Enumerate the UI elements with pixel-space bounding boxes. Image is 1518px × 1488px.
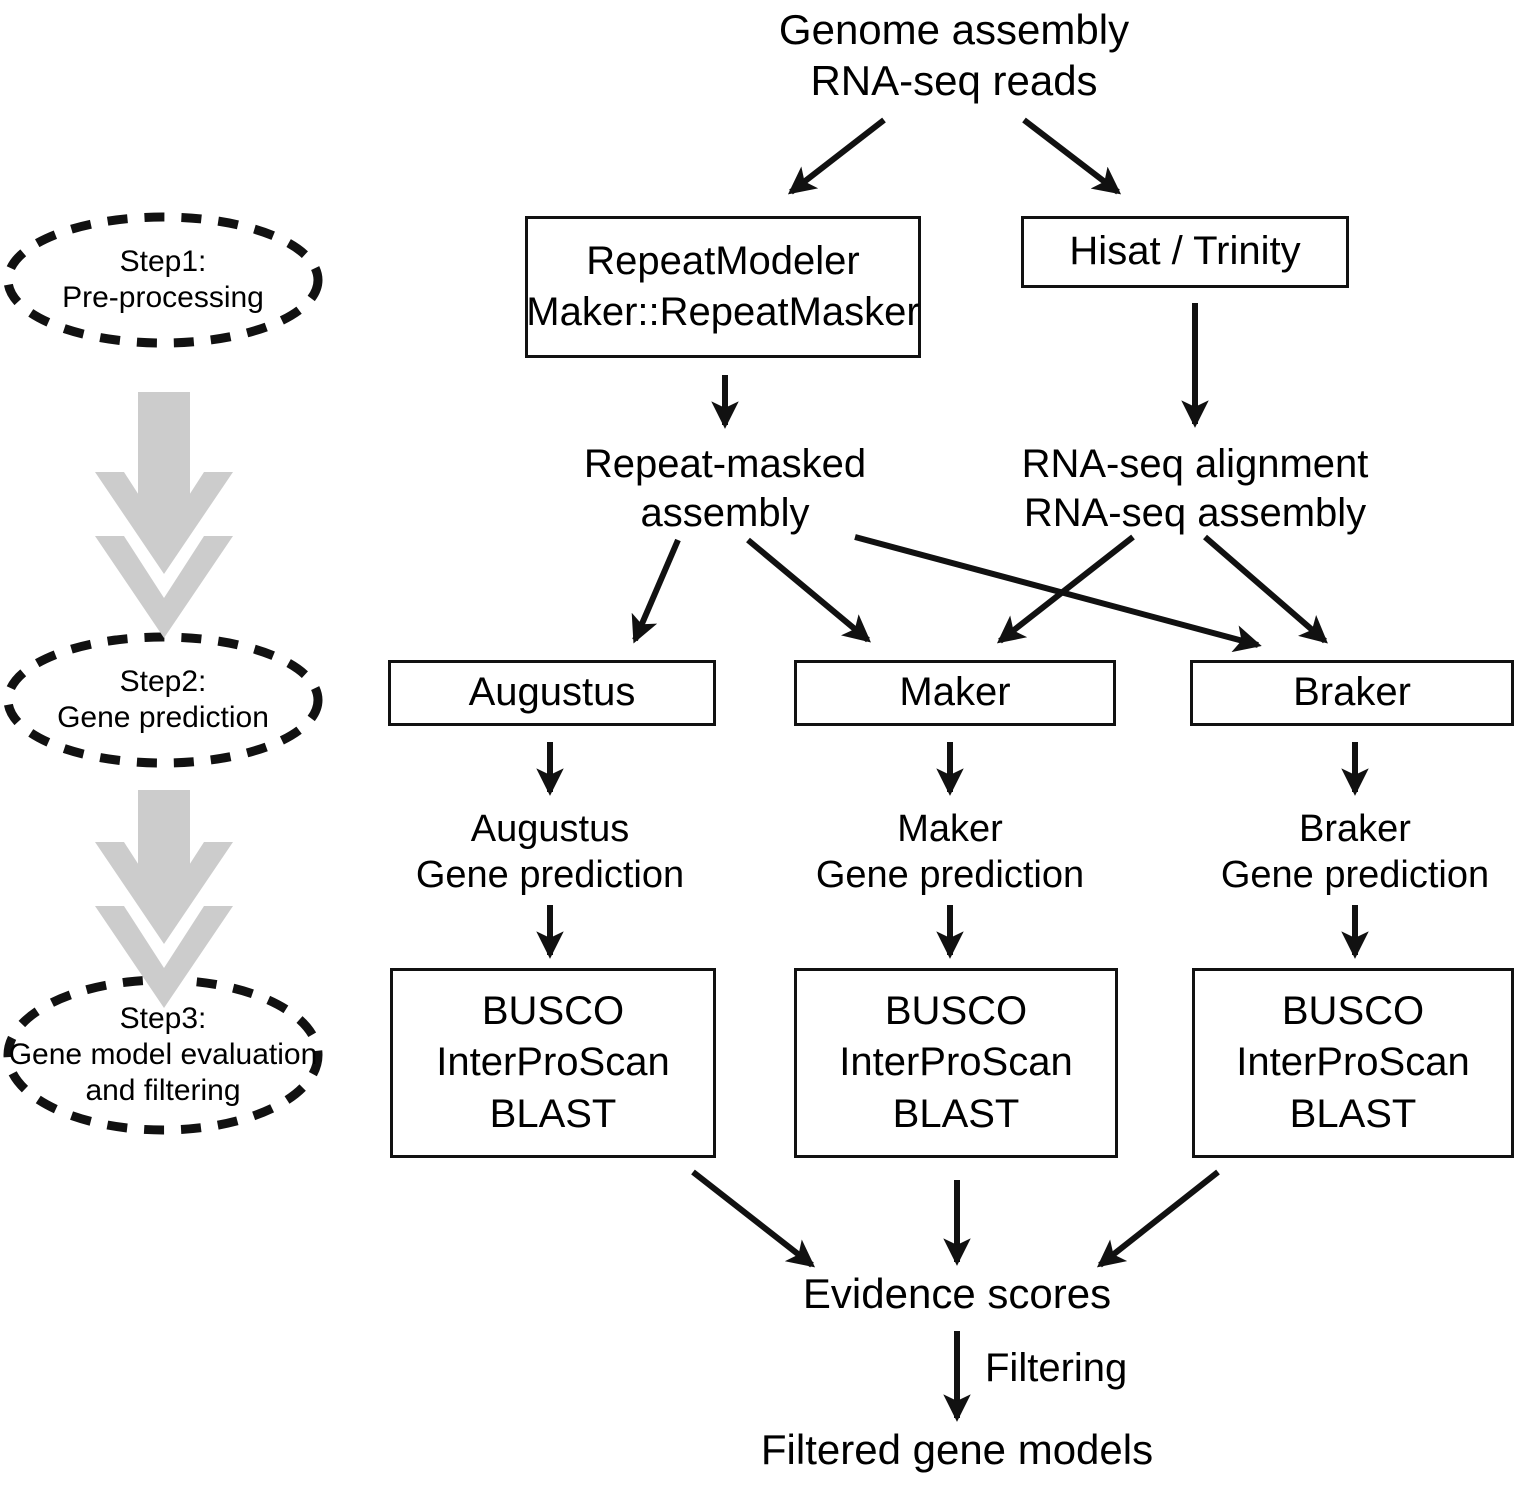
maker-prediction-line2: Gene prediction <box>815 854 1085 897</box>
rnaseq-products-line2: RNA-seq assembly <box>1023 490 1367 535</box>
repeat-masked-line2: assembly <box>640 490 810 535</box>
eval-braker-box[interactable]: BUSCO InterProScan BLAST <box>1192 968 1514 1158</box>
evidence-scores-text: Evidence scores <box>802 1270 1112 1317</box>
gray-arrow-step2-to-step3 <box>95 790 233 1008</box>
input-line2: RNA-seq reads <box>810 57 1098 105</box>
step3-line1: Step3: <box>119 1002 207 1035</box>
eval-augustus-box[interactable]: BUSCO InterProScan BLAST <box>390 968 716 1158</box>
augustus-label: Augustus <box>468 670 636 715</box>
braker-prediction-label: Braker Gene prediction <box>1165 806 1518 899</box>
arrow-eval-augustus-to-evidence <box>691 1169 816 1268</box>
step1-ellipse-outline <box>3 212 323 348</box>
rnaseq-products-line1: RNA-seq alignment <box>1021 442 1369 486</box>
braker-prediction-line1: Braker <box>1299 808 1411 850</box>
eval-augustus-line2: InterProScan <box>436 1040 670 1085</box>
arrow-eval-braker-to-evidence <box>1096 1169 1220 1268</box>
augustus-prediction-label: Augustus Gene prediction <box>360 806 740 899</box>
augustus-prediction-line1: Augustus <box>470 808 630 850</box>
step3-label: Step3: Gene model evaluation and filteri… <box>0 986 326 1124</box>
step1-line2: Pre-processing <box>62 281 264 314</box>
filtered-gene-models-text: Filtered gene models <box>760 1426 1154 1473</box>
arrow-input-to-repeatmodeler <box>787 117 886 195</box>
step3-line3: and filtering <box>85 1074 241 1107</box>
hisat-trinity-box[interactable]: Hisat / Trinity <box>1021 216 1349 288</box>
eval-maker-line2: InterProScan <box>839 1040 1073 1085</box>
braker-label: Braker <box>1293 670 1411 715</box>
arrow-masked-to-augustus <box>631 538 681 644</box>
braker-prediction-line2: Gene prediction <box>1220 854 1490 897</box>
step2-ellipse-outline <box>3 632 323 768</box>
eval-maker-line3: BLAST <box>892 1091 1020 1136</box>
braker-box[interactable]: Braker <box>1190 660 1514 726</box>
maker-box[interactable]: Maker <box>794 660 1116 726</box>
repeat-masked-assembly-label: Repeat-masked assembly <box>520 440 930 538</box>
eval-braker-line3: BLAST <box>1289 1091 1417 1136</box>
rnaseq-products-label: RNA-seq alignment RNA-seq assembly <box>985 440 1405 538</box>
eval-augustus-line1: BUSCO <box>481 989 625 1034</box>
augustus-prediction-line2: Gene prediction <box>415 854 685 897</box>
arrow-input-to-hisat <box>1022 117 1122 195</box>
filtering-text: Filtering <box>985 1346 1128 1390</box>
hisat-trinity-line1: Hisat / Trinity <box>1069 229 1301 274</box>
repeat-masked-line1: Repeat-masked <box>583 442 867 486</box>
maker-label: Maker <box>899 670 1011 715</box>
step2-line1: Step2: <box>119 665 207 698</box>
eval-braker-line1: BUSCO <box>1281 989 1425 1034</box>
evidence-scores-label: Evidence scores <box>757 1268 1157 1319</box>
input-line1: Genome assembly <box>778 6 1130 53</box>
maker-prediction-label: Maker Gene prediction <box>760 806 1140 899</box>
filtering-edge-label: Filtering <box>985 1344 1205 1393</box>
step2-line2: Gene prediction <box>57 701 269 734</box>
gray-arrow-step1-to-step2 <box>95 392 233 638</box>
step2-label: Step2: Gene prediction <box>8 638 318 762</box>
eval-maker-box[interactable]: BUSCO InterProScan BLAST <box>794 968 1118 1158</box>
repeatmodeler-line1: RepeatModeler <box>586 238 860 283</box>
arrow-masked-to-braker <box>854 534 1262 653</box>
repeatmodeler-line2: Maker::RepeatMasker <box>526 290 920 334</box>
input-label: Genome assembly RNA-seq reads <box>704 4 1204 106</box>
arrow-rnaseq-to-maker <box>996 534 1135 644</box>
eval-braker-line2: InterProScan <box>1236 1040 1470 1085</box>
repeatmodeler-box[interactable]: RepeatModeler Maker::RepeatMasker <box>525 216 921 358</box>
eval-maker-line1: BUSCO <box>884 989 1028 1034</box>
maker-prediction-line1: Maker <box>897 808 1003 850</box>
augustus-box[interactable]: Augustus <box>388 660 716 726</box>
step1-label: Step1: Pre-processing <box>8 218 318 342</box>
arrow-masked-to-maker <box>746 537 871 643</box>
eval-augustus-line3: BLAST <box>489 1091 617 1136</box>
arrow-rnaseq-to-braker <box>1203 534 1328 644</box>
filtered-gene-models-label: Filtered gene models <box>707 1424 1207 1475</box>
step1-line1: Step1: <box>119 245 207 278</box>
step3-line2: Gene model evaluation <box>8 1038 318 1071</box>
